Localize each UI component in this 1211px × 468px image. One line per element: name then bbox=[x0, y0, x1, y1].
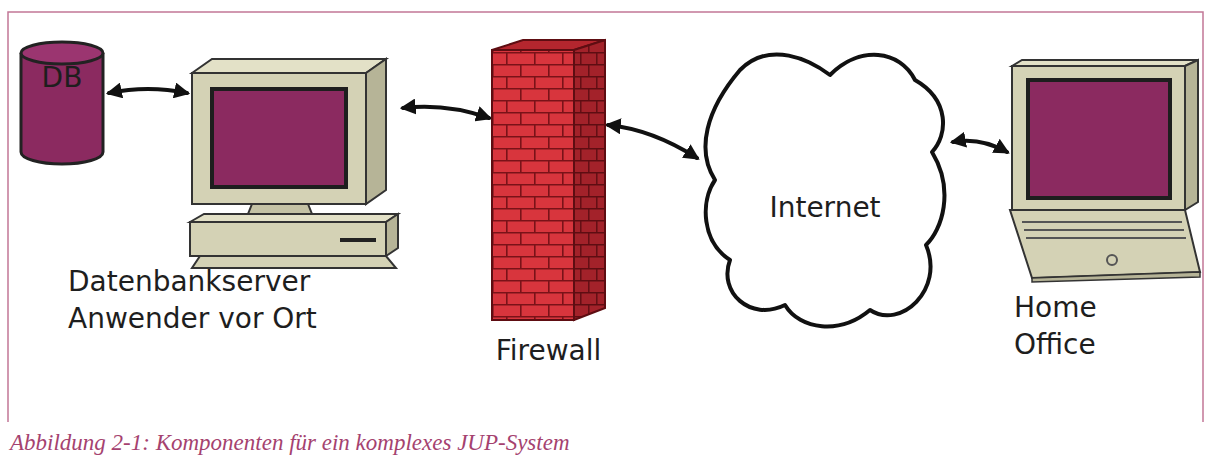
firewall-wall bbox=[492, 40, 605, 320]
database-cylinder bbox=[18, 40, 106, 165]
laptop bbox=[1010, 60, 1200, 282]
figure-caption: Abbildung 2-1: Komponenten für ein kompl… bbox=[10, 430, 570, 456]
internet-cloud bbox=[700, 30, 950, 330]
firewall-node: Firewall bbox=[492, 40, 605, 320]
node-label: DB bbox=[18, 60, 106, 97]
database-node: DB bbox=[18, 40, 106, 165]
double-arrow bbox=[109, 89, 187, 93]
double-arrow bbox=[608, 125, 697, 158]
cloud-node: Internet bbox=[700, 30, 950, 330]
node-label: Home Office bbox=[1014, 290, 1139, 364]
node-label: Internet bbox=[700, 190, 950, 227]
laptop-node: Home Office bbox=[1010, 60, 1200, 282]
server-node: Datenbankserver Anwender vor Ort bbox=[190, 58, 400, 270]
double-arrow bbox=[953, 141, 1007, 152]
node-label: Firewall bbox=[470, 333, 627, 370]
double-arrow bbox=[403, 107, 489, 118]
desktop-computer bbox=[190, 58, 400, 270]
node-label: Datenbankserver Anwender vor Ort bbox=[68, 264, 358, 338]
frame-line bbox=[8, 12, 1203, 422]
